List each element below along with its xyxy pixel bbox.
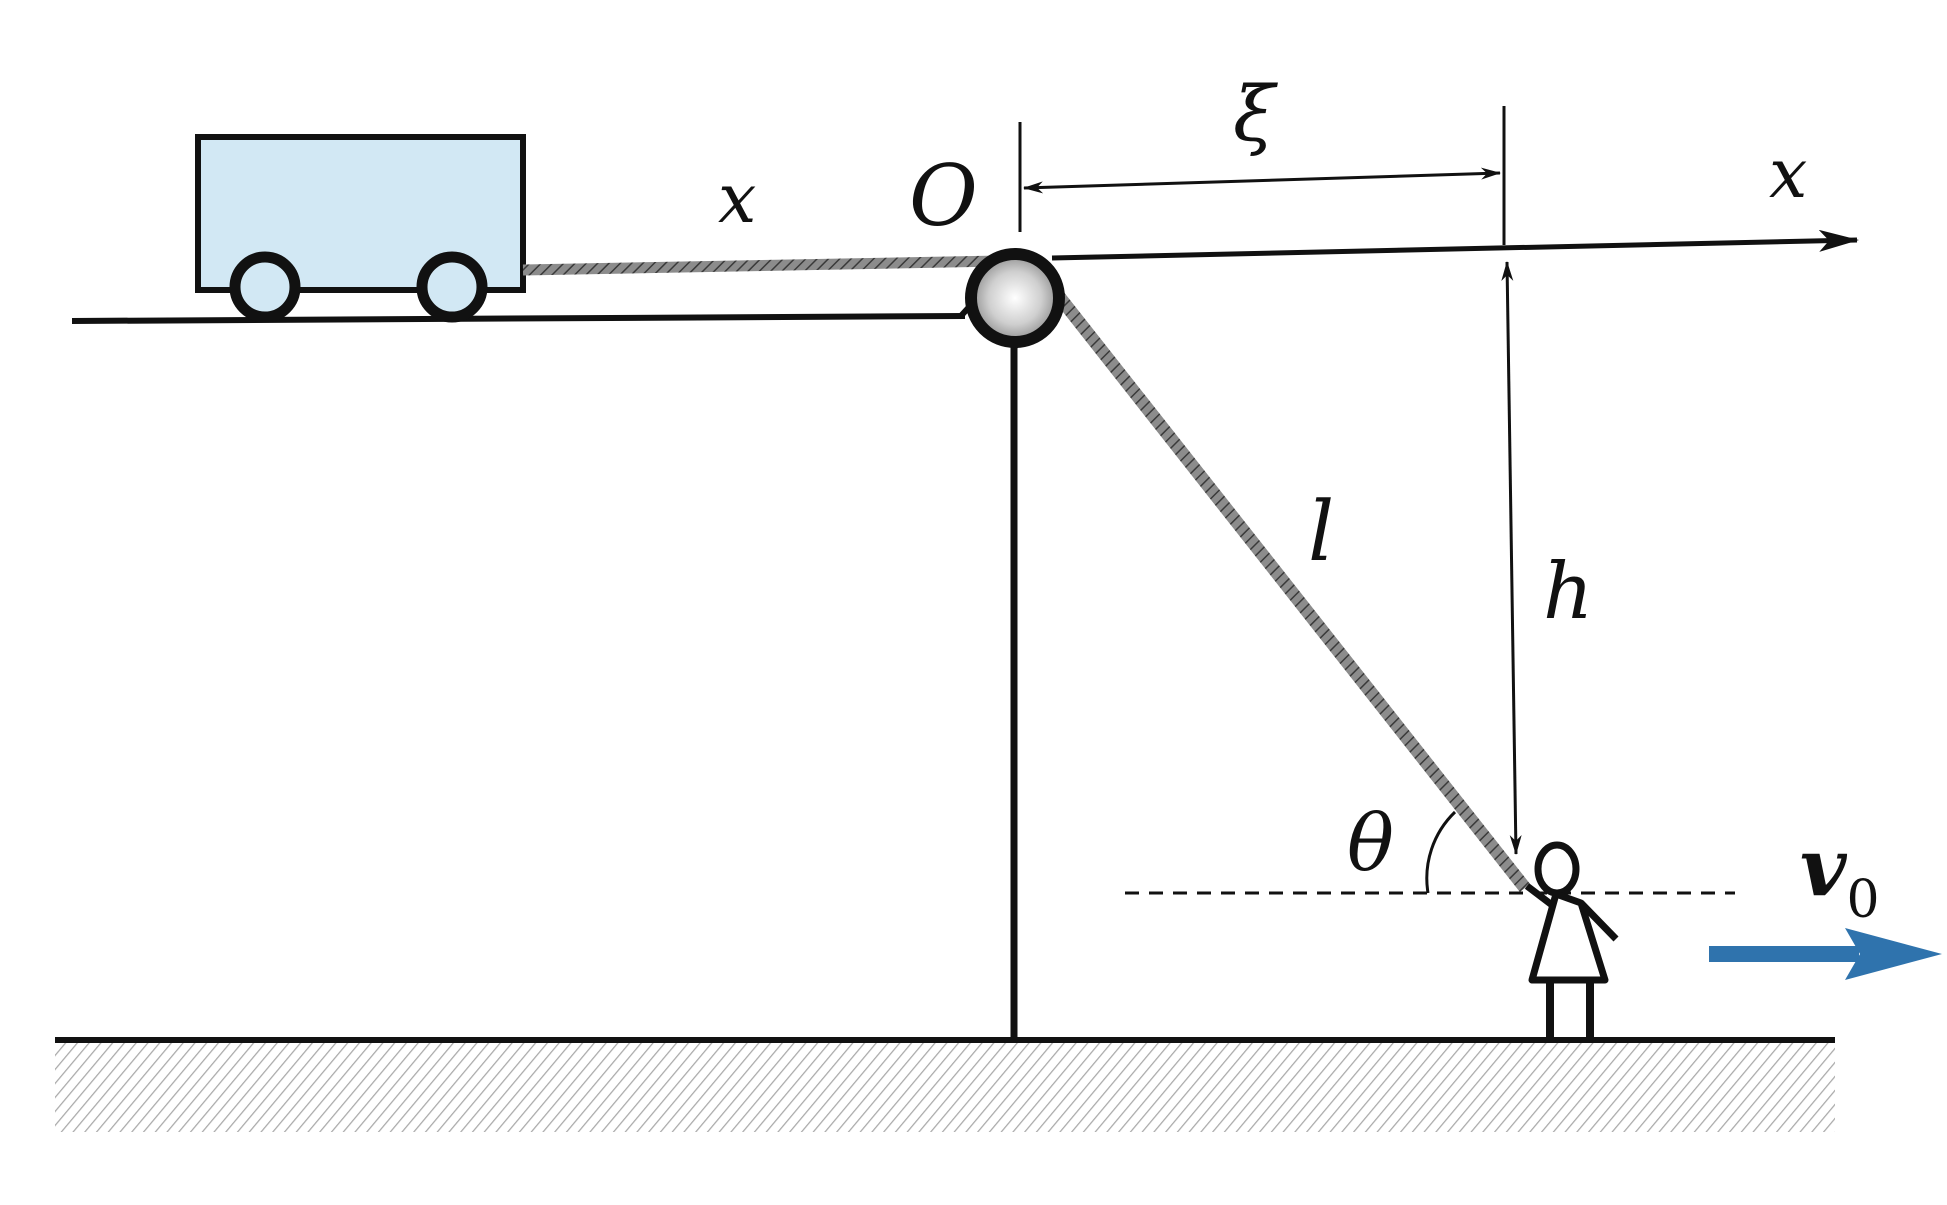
person-arm-left (1524, 883, 1555, 908)
rope-inclined-segment (1044, 280, 1531, 893)
h-dimension-arrow (1501, 261, 1522, 855)
cart-wheel-left (229, 251, 301, 323)
cart-rope-length-label: x (718, 160, 756, 239)
theta-angle-arc (1425, 810, 1457, 894)
theta-angle-label: θ (1347, 799, 1394, 889)
height-label: h (1543, 547, 1593, 637)
velocity-arrow (1709, 928, 1942, 980)
xi-dimension-arrow (1023, 167, 1501, 194)
rope-cart-segment (522, 255, 1001, 276)
velocity-arrow-shaft (1709, 946, 1859, 962)
person-arm-right (1578, 900, 1619, 942)
person-icon (1524, 841, 1619, 1038)
velocity-subscript: 0 (1846, 870, 1879, 930)
platform-surface (71, 313, 966, 324)
rope-length-label: l (1308, 485, 1334, 580)
ground-hatch (55, 1040, 1835, 1132)
xi-offset-label: ξ (1233, 69, 1278, 158)
cart-icon (195, 134, 526, 323)
pulley-wheel (965, 248, 1065, 348)
person-head (1534, 841, 1580, 897)
pulley-icon (965, 248, 1065, 348)
velocity-label: v0 (1800, 820, 1880, 930)
velocity-symbol: v (1800, 820, 1848, 914)
velocity-arrow-head (1845, 928, 1942, 980)
pulley-origin-label: O (909, 147, 978, 245)
x-axis-label: x (1769, 135, 1807, 214)
cart-wheel-right (416, 251, 488, 323)
x-axis (1051, 229, 1859, 261)
ground (55, 1037, 1835, 1132)
person-torso (1528, 890, 1609, 984)
